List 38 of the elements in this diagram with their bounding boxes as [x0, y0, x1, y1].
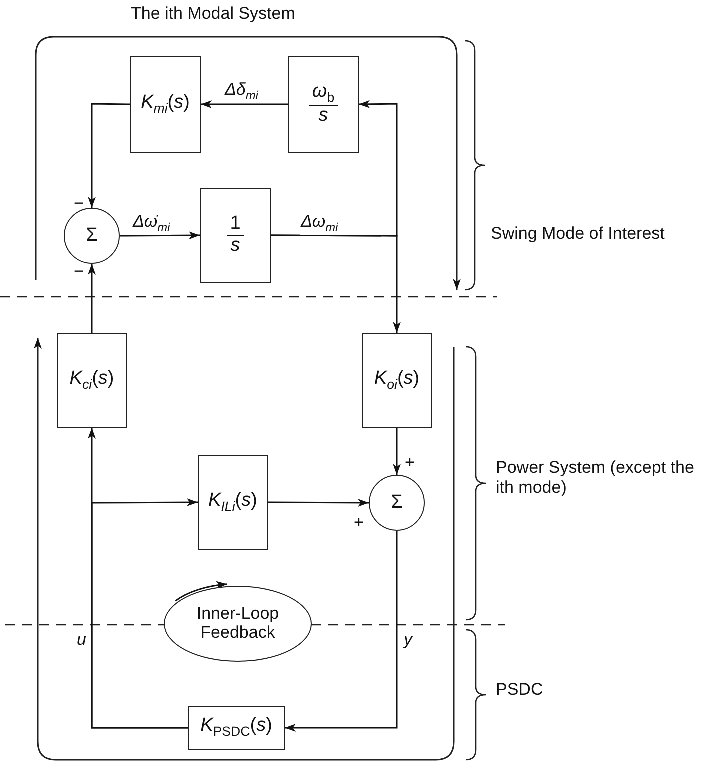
sign-label: +: [405, 453, 415, 474]
fraction-numerator: ω$_{b}$: [309, 82, 338, 106]
signal-arrow: [201, 100, 288, 108]
signal-arrow: [268, 498, 369, 507]
section-label: +: [354, 513, 364, 534]
signal-label: Δω̇$_{mi}$: [132, 212, 172, 236]
sum-symbol: Σ: [86, 226, 98, 246]
transfer-function-block: [288, 56, 359, 153]
block-label: K$_{mi}$(s): [141, 92, 190, 116]
sign-label: −: [74, 194, 84, 214]
diagram-title: The ith Modal System: [131, 4, 296, 24]
sum-symbol: Σ: [391, 492, 403, 514]
signal-arrow: [285, 531, 398, 732]
sign-label: −: [74, 262, 84, 282]
signal-arrow: [88, 264, 96, 333]
block-label: K$_{PSDC}$(s): [200, 716, 272, 740]
section-label: PSDC: [496, 680, 544, 700]
feedback-label: Inner-Loop Feedback: [196, 605, 280, 643]
transfer-function-block: [188, 706, 285, 750]
transfer-function-block: [57, 333, 127, 428]
fraction-denominator: s: [230, 236, 240, 257]
block-label: K$_{oi}$(s): [374, 368, 420, 392]
signal-arrow: [120, 232, 200, 240]
signal-arrow: [271, 234, 401, 333]
transfer-function-block: [200, 188, 271, 283]
signal-label: Δω$_{mi}$: [300, 212, 340, 236]
transfer-function-block: [130, 56, 201, 153]
fraction-denominator: s: [318, 106, 328, 128]
signal-arrow: [91, 498, 198, 729]
block-label: K$_{ILi}$(s): [208, 490, 258, 514]
block-label: K$_{ci}$(s): [70, 368, 114, 392]
signal-arrow: [393, 428, 401, 475]
transfer-function-block: [362, 333, 432, 428]
section-label: Swing Mode of Interest: [491, 224, 665, 244]
transfer-function-block: [198, 455, 268, 550]
section-label: Power System (except the ith mode): [496, 458, 696, 499]
fraction-numerator: 1: [227, 214, 244, 236]
signal-arrow: [88, 103, 130, 208]
